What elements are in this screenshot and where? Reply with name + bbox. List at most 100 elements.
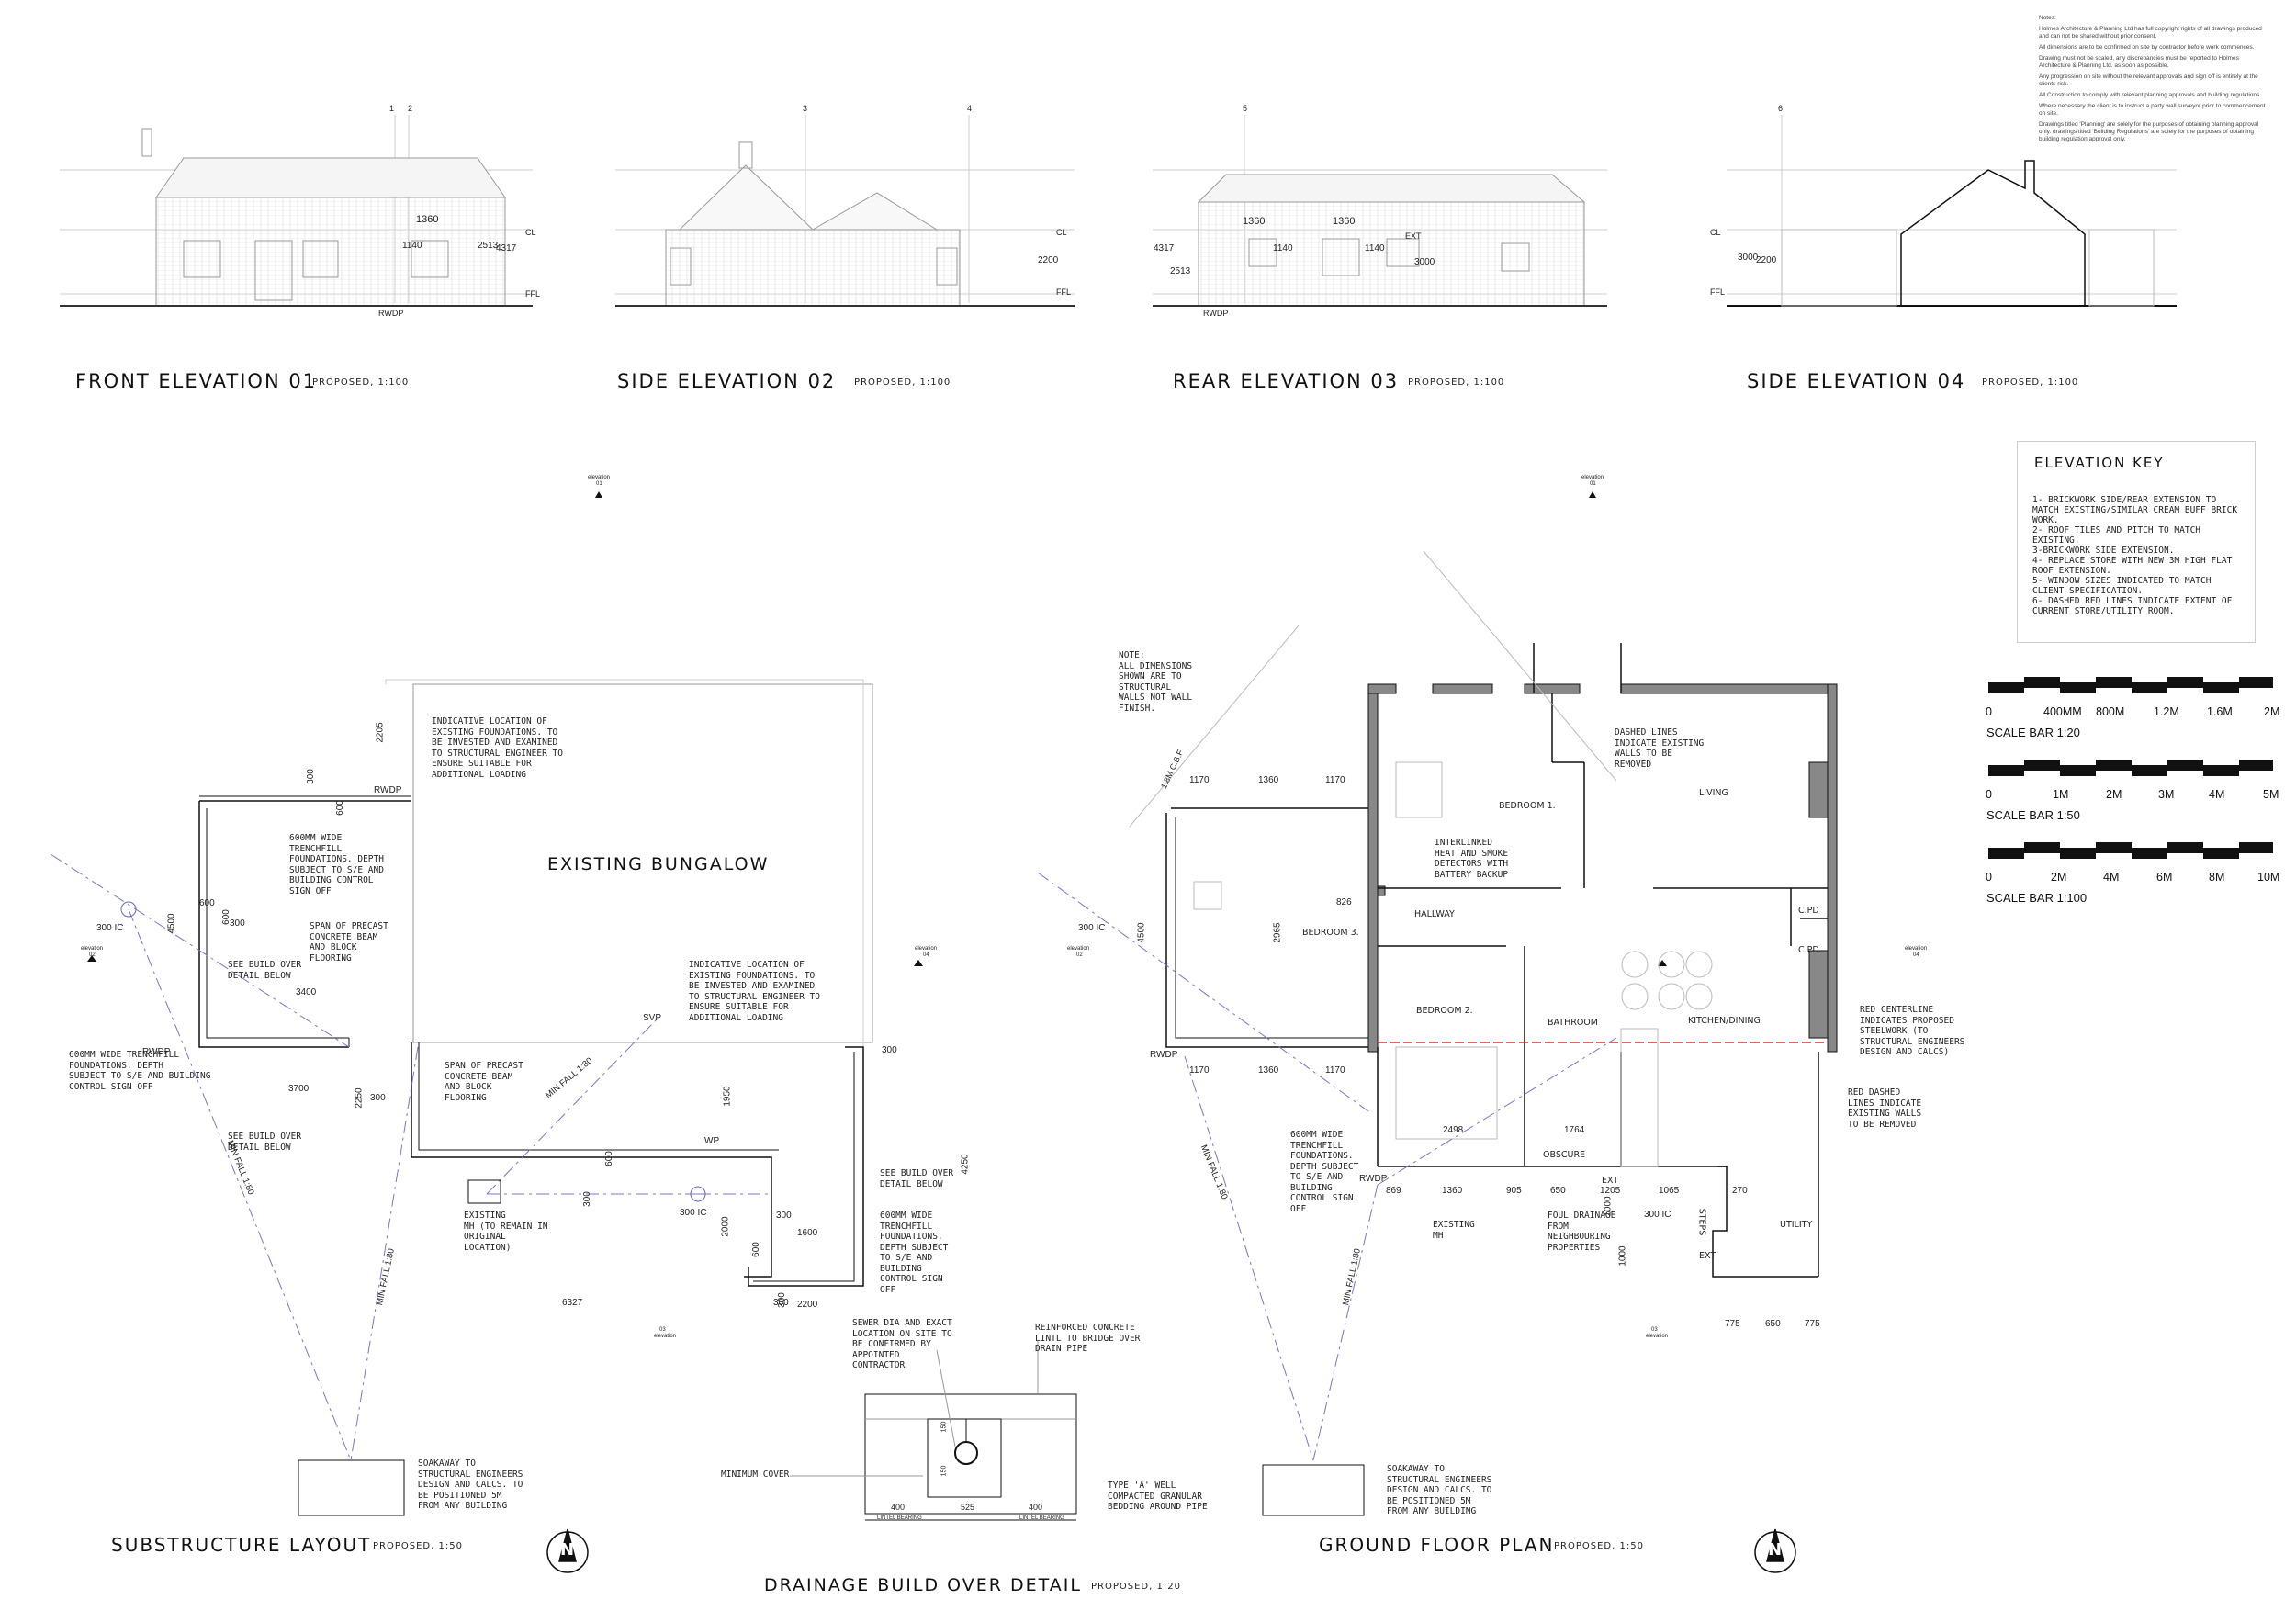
gf-note-foul-drainage: FOUL DRAINAGE FROM NEIGHBOURING PROPERTI… [1548,1211,1616,1253]
compass-n-label-2: N [1768,1540,1783,1560]
sub-dim-300f: 300 [776,1211,792,1221]
gf-dim-1000a: 1000 [1603,1196,1614,1217]
gf-dim-869: 869 [1386,1186,1401,1196]
section-mark-03-num: 03 [659,1327,666,1333]
gf-dim-270: 270 [1732,1186,1748,1196]
scale-bar-100-tick: 0 [1986,871,1992,884]
scale-bar-20-tick: 2M [2264,705,2280,718]
sub-dim-300: 300 [305,769,316,784]
section-mark-02b-num: 02 [1076,952,1083,958]
note-item: Drawings titled 'Planning' are solely fo… [2039,121,2259,142]
room-bedroom-1: BEDROOM 1. [1499,801,1556,811]
section-mark-02b-top: elevation [1067,946,1090,952]
drainage-note-well: TYPE 'A' WELL COMPACTED GRANULAR BEDDING… [1108,1481,1208,1512]
sub-note-span-1: SPAN OF PRECAST CONCRETE BEAM AND BLOCK … [310,921,388,963]
section-mark-04-num: 04 [923,952,929,958]
front-dim-1360: 1360 [416,214,439,225]
elevation-key-item: 5- WINDOW SIZES INDICATED TO MATCH CLIEN… [2032,576,2212,596]
elevation-key-item: 6- DASHED RED LINES INDICATE EXTENT OF C… [2032,596,2233,616]
drainage-dim-400b: 400 [1029,1503,1043,1512]
front-ffl-label: FFL [525,289,541,298]
gf-note-existing-mh: EXISTING MH [1433,1220,1475,1241]
gf-dim-1764: 1764 [1564,1125,1585,1135]
marker-4: 4 [967,104,973,113]
side2-elevation-drawing [615,141,1075,307]
sub-note-see-build-over-3: SEE BUILD OVER DETAIL BELOW [880,1168,954,1189]
drainage-bearing-label-2: LINTEL BEARING [1019,1515,1064,1521]
gf-dim-775b: 775 [1805,1319,1820,1329]
elevation-key-item: 2- ROOF TILES AND PITCH TO MATCH EXISTIN… [2032,525,2201,546]
sub-note-soakaway: SOAKAWAY TO STRUCTURAL ENGINEERS DESIGN … [418,1459,523,1511]
gf-ext-label-1: EXT [1602,1176,1619,1186]
rear-dim-3000: 3000 [1414,257,1435,267]
gf-note-red-dashed: RED DASHED LINES INDICATE EXISTING WALLS… [1848,1087,1922,1130]
gf-note-dimensions: NOTE: ALL DIMENSIONS SHOWN ARE TO STRUCT… [1119,650,1193,714]
sub-ic-label-1: 300 IC [96,923,124,933]
section-mark-04-top: elevation [915,946,938,952]
substructure-drain-points [120,901,706,1204]
sub-dim-600d: 600 [603,1151,614,1166]
drainage-scale: PROPOSED, 1:20 [1091,1582,1181,1592]
section-mark-04b-top: elevation [1905,946,1928,952]
scale-bar-20-label: SCALE BAR 1:20 [1986,726,2080,739]
scale-bar-50-tick: 1M [2053,788,2069,801]
substructure-drawing [198,679,873,1287]
sub-note-trenchfill-1: 600MM WIDE TRENCHFILL FOUNDATIONS. DEPTH… [289,833,384,896]
scale-bar-50-tick: 5M [2263,788,2279,801]
drainage-note-cover: MINIMUM COVER [721,1470,790,1480]
sub-dim-3400: 3400 [296,987,317,997]
general-notes: Notes: Holmes Architecture & Planning Lt… [2039,15,2268,147]
room-cpd-2: C.PD [1798,945,1819,955]
elevation-key-item: 1- BRICKWORK SIDE/REAR EXTENSION TO MATC… [2032,495,2238,525]
gf-dim-1360c: 1360 [1442,1186,1463,1196]
side4-cl-label: CL [1710,228,1721,237]
ground-floor-walls [1367,683,1838,1053]
gf-obscure-label: OBSCURE [1543,1150,1586,1160]
section-mark-03-top: elevation [654,1334,677,1339]
front-elevation-drawing [60,128,533,307]
sub-dim-600b: 600 [199,898,215,908]
substructure-title: SUBSTRUCTURE LAYOUT [111,1534,372,1556]
marker-2: 2 [408,104,413,113]
ground-floor-light [1129,550,1713,1167]
sub-dim-1950: 1950 [722,1086,733,1107]
compass-n-label: N [560,1540,575,1560]
notes-heading: Notes: [2039,15,2056,21]
front-dim-2513: 2513 [478,241,499,251]
drainage-detail-drawing [790,1341,1077,1521]
side4-ffl-label: FFL [1710,287,1726,297]
side4-elevation-drawing [1727,160,2177,307]
compass-icon-2 [1754,1528,1796,1573]
gf-rwdp-label: RWDP [1150,1050,1178,1060]
gf-rwdp-label-2: RWDP [1359,1174,1388,1184]
substructure-drain-lines [50,853,771,1461]
scale-bar-20-tick: 1.6M [2207,705,2233,718]
room-utility: UTILITY [1780,1220,1813,1230]
note-item: Holmes Architecture & Planning Ltd has f… [2039,26,2262,39]
side4-elevation-scale: PROPOSED, 1:100 [1982,377,2079,388]
drainage-small-dim-2: 150 [940,1465,948,1477]
room-bedroom-3: BEDROOM 3. [1302,928,1359,938]
gf-dim-1170c: 1170 [1189,1065,1210,1076]
sub-note-trenchfill-3: 600MM WIDE TRENCHFILL FOUNDATIONS. DEPTH… [880,1211,949,1295]
sub-note-span-2: SPAN OF PRECAST CONCRETE BEAM AND BLOCK … [445,1061,523,1103]
substructure-scale: PROPOSED, 1:50 [373,1541,463,1551]
room-living: LIVING [1699,788,1728,798]
section-mark-02-top: elevation [81,946,104,952]
gf-steps-label: STEPS [1696,1208,1707,1236]
room-hallway: HALLWAY [1414,909,1455,919]
drainage-note-lintel: REINFORCED CONCRETE LINTL TO BRIDGE OVER… [1035,1323,1141,1354]
drainage-dim-400a: 400 [891,1503,906,1512]
sub-dim-600: 600 [334,800,345,816]
side2-cl-label: CL [1056,228,1067,237]
ground-floor-linework [1165,643,1828,1278]
elevation-key-item: 4- REPLACE STORE WITH NEW 3M HIGH FLAT R… [2032,556,2233,576]
gf-dim-2498: 2498 [1443,1125,1464,1135]
section-mark-01-num: 01 [596,481,602,487]
section-markers [87,491,1667,966]
gf-note-smoke-detectors: INTERLINKED HEAT AND SMOKE DETECTORS WIT… [1435,838,1509,880]
scale-bar-20-tick: 0 [1986,705,1992,718]
rear-dim-1140b: 1140 [1365,243,1385,253]
rear-dim-1360b: 1360 [1333,216,1356,227]
scale-bar-100-tick: 4M [2103,871,2120,884]
